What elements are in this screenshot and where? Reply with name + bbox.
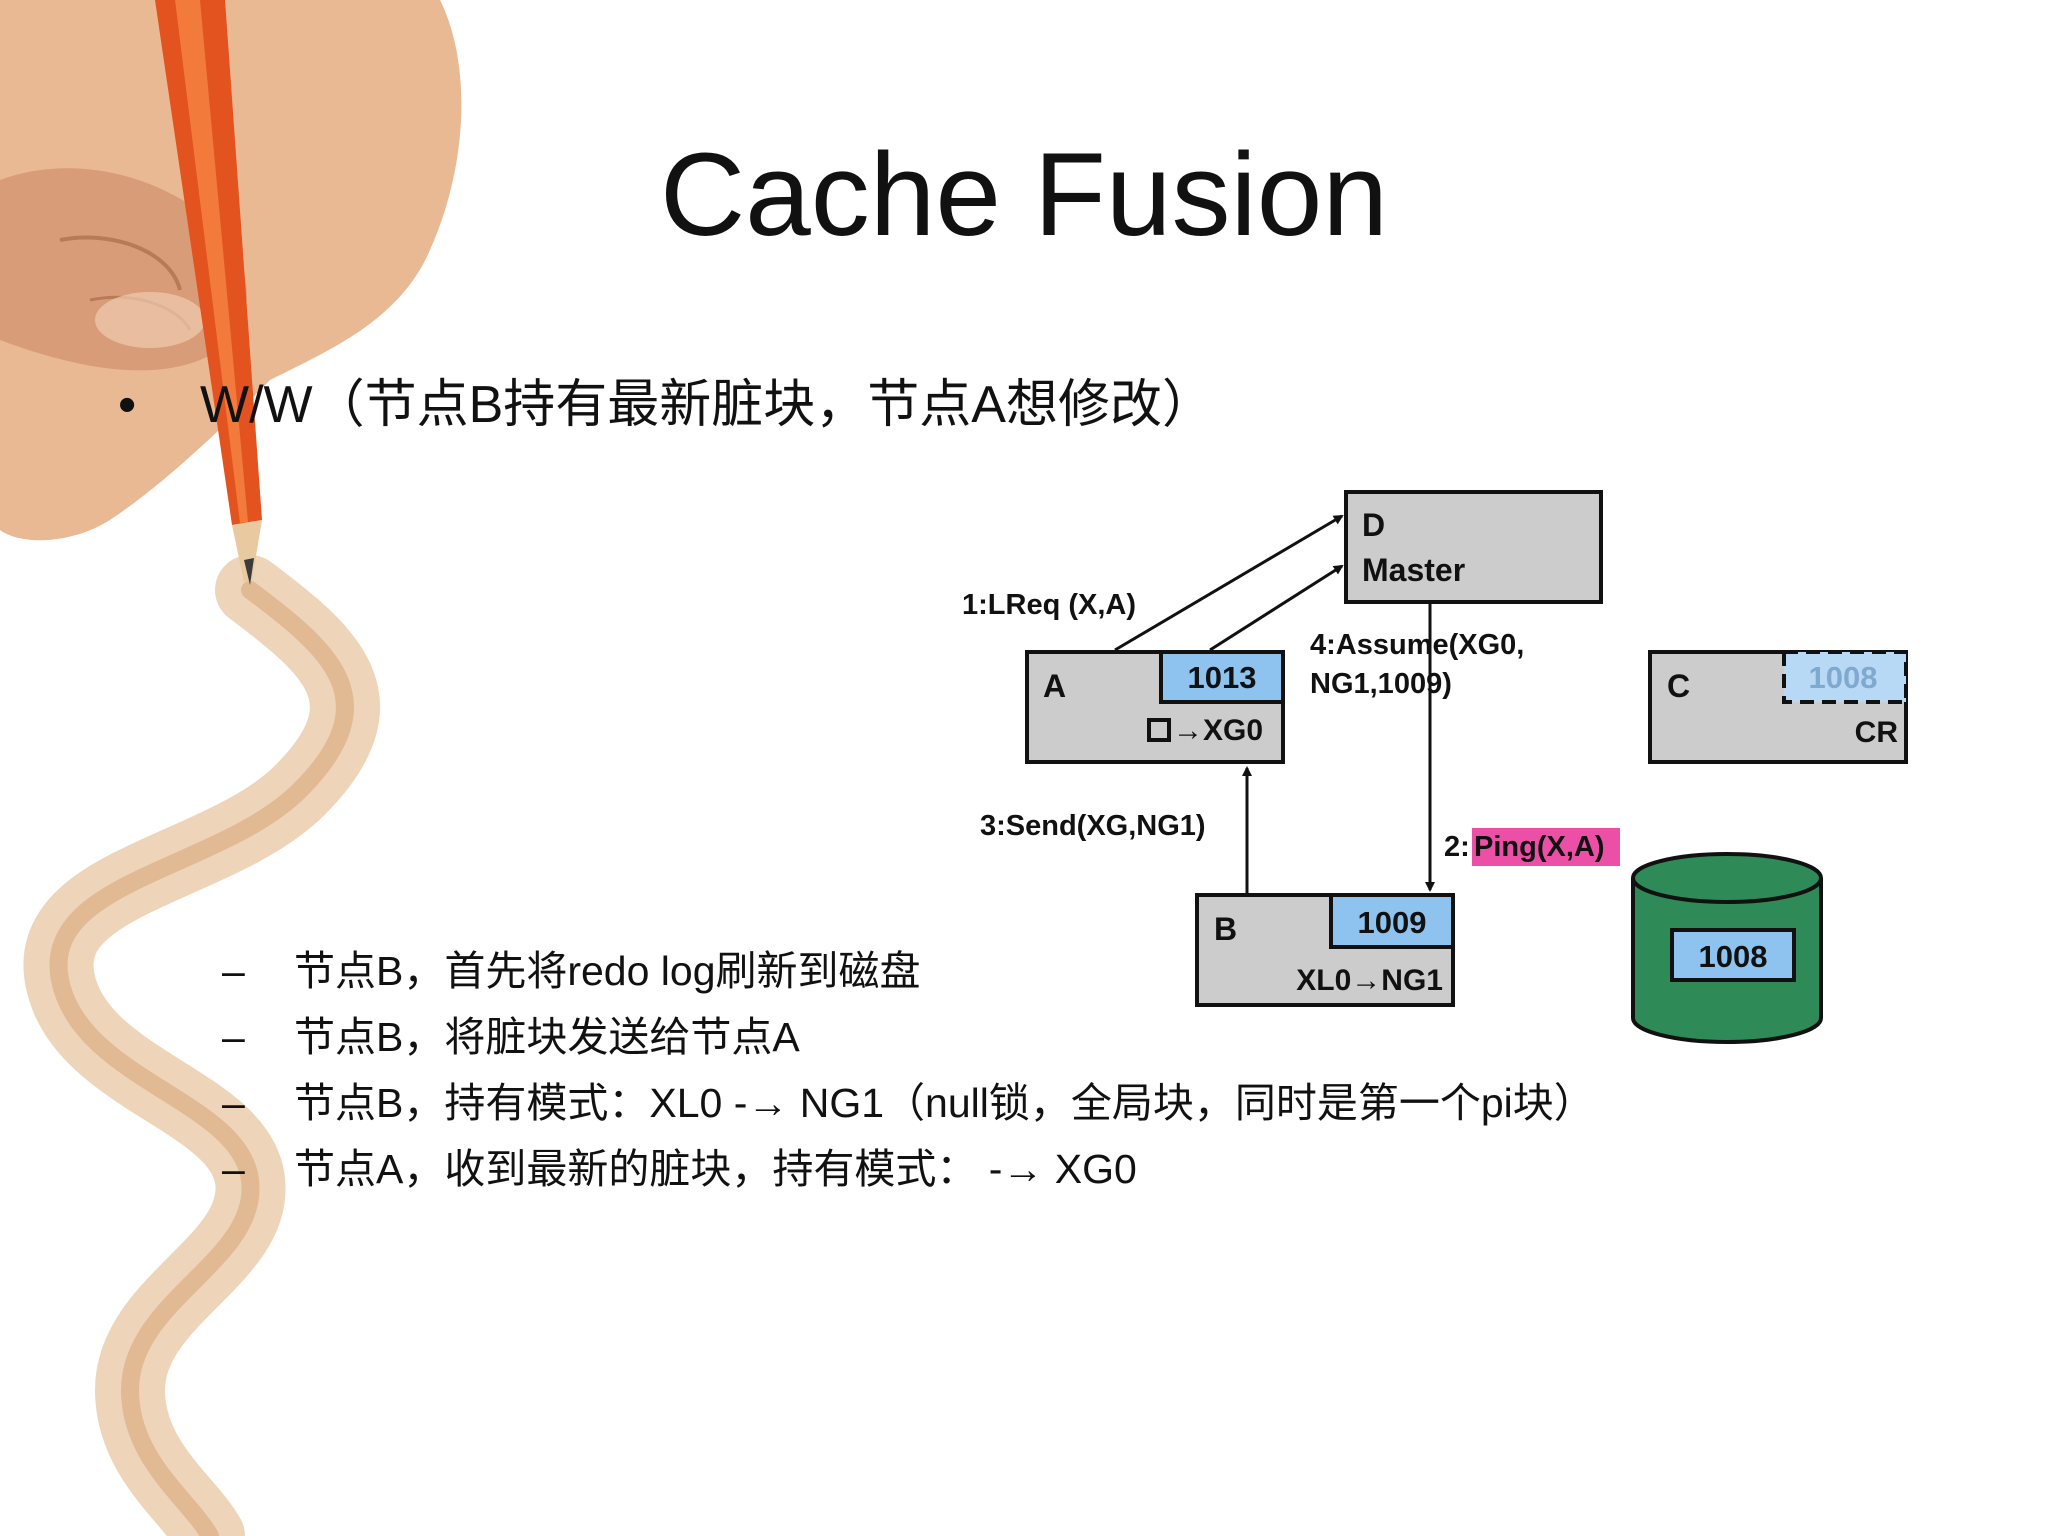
node-c-mode: CR xyxy=(1855,716,1899,749)
sub-point-dash: – xyxy=(222,948,245,994)
node-a-mode: →XG0 xyxy=(1173,714,1263,747)
node-a: A 1013 →XG0 xyxy=(1025,650,1285,764)
node-b-label: B xyxy=(1214,911,1237,947)
master-node: D Master xyxy=(1344,490,1603,604)
node-b: B 1009 XL0→NG1 xyxy=(1195,893,1455,1007)
slide-title: Cache Fusion xyxy=(659,129,1389,261)
sub-point-text: 节点A，收到最新的脏块，持有模式： -→ XG0 xyxy=(294,1146,1137,1192)
empty-mode-square-icon xyxy=(1147,718,1171,742)
disk-cylinder-icon: 1008 xyxy=(1631,852,1823,1044)
disk-block xyxy=(1670,928,1796,982)
node-a-block xyxy=(1159,650,1285,704)
node-b-mode: XL0→NG1 xyxy=(1296,964,1443,997)
sub-point: – 节点A，收到最新的脏块，持有模式： -→ XG0 xyxy=(222,1136,1595,1202)
lreq-label: 1:LReq (X,A) xyxy=(962,589,1136,621)
assume-label-line2: NG1,1009) xyxy=(1310,668,1452,700)
disk-block-number: 1008 xyxy=(1699,939,1768,974)
sub-point-dash: – xyxy=(222,1146,245,1192)
sub-point-text: 节点B，首先将redo log刷新到磁盘 xyxy=(294,948,921,994)
node-b-block xyxy=(1329,893,1455,949)
ping-label: Ping(X,A) xyxy=(1474,831,1605,863)
sub-point-dash: – xyxy=(222,1080,245,1126)
sub-point-dash: – xyxy=(222,1014,245,1060)
node-c-block xyxy=(1782,650,1908,704)
sub-point: – 节点B，将脏块发送给节点A xyxy=(222,1004,1595,1070)
send-label: 3:Send(XG,NG1) xyxy=(980,810,1206,842)
ping-highlight xyxy=(1472,828,1620,866)
main-bullet: • W/W（节点B持有最新脏块，节点A想修改） xyxy=(118,372,1214,438)
bullet-dot: • xyxy=(118,376,137,434)
master-node-role: Master xyxy=(1362,552,1465,588)
node-c-label: C xyxy=(1667,668,1690,704)
node-b-block-number: 1009 xyxy=(1358,905,1427,940)
sub-point: – 节点B，首先将redo log刷新到磁盘 xyxy=(222,938,1595,1004)
node-c: C 1008 CR xyxy=(1648,650,1908,764)
assume-arrow xyxy=(1209,564,1344,652)
sub-point-text: 节点B，持有模式：XL0 -→ NG1（null锁，全局块，同时是第一个pi块） xyxy=(294,1080,1595,1126)
lreq-arrow xyxy=(1114,514,1344,652)
node-a-label: A xyxy=(1043,668,1066,704)
node-c-block-number: 1008 xyxy=(1809,660,1878,695)
sub-point-list: – 节点B，首先将redo log刷新到磁盘 – 节点B，将脏块发送给节点A – 节点… xyxy=(222,938,1595,1202)
main-bullet-text: W/W（节点B持有最新脏块，节点A想修改） xyxy=(200,376,1214,434)
assume-label-line1: 4:Assume(XG0, xyxy=(1310,629,1524,661)
sub-point-text: 节点B，将脏块发送给节点A xyxy=(294,1014,800,1060)
master-node-label: D xyxy=(1362,507,1385,543)
master-node-box xyxy=(1344,490,1603,604)
node-a-block-number: 1013 xyxy=(1188,660,1257,695)
sub-point: – 节点B，持有模式：XL0 -→ NG1（null锁，全局块，同时是第一个pi块… xyxy=(222,1070,1595,1136)
ping-label-prefix: 2: xyxy=(1444,831,1470,863)
